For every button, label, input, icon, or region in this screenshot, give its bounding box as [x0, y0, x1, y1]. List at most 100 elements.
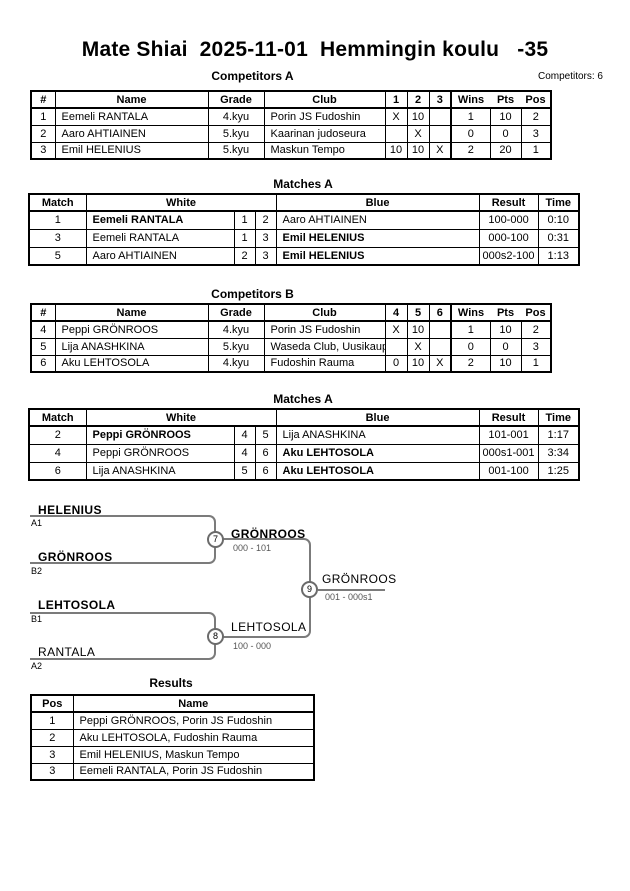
- blue-seed: 5: [254, 425, 277, 445]
- match-row: 6 Lija ANASHKINA 5 6 Aku LEHTOSOLA 001-1…: [28, 461, 580, 481]
- col-wins: Wins: [450, 90, 491, 109]
- score-cell: 10: [406, 354, 430, 373]
- results-heading: Results: [149, 676, 193, 690]
- competitors-count: Competitors: 6: [537, 71, 603, 82]
- score-cell: 0: [384, 354, 408, 373]
- col-club: Club: [263, 90, 386, 109]
- col-pts: Pts: [490, 90, 522, 109]
- pool-b-heading: Competitors B: [211, 287, 294, 301]
- match-time: 3:34: [537, 443, 580, 463]
- competitor-row: 3 Emil HELENIUS 5.kyu Maskun Tempo 10 10…: [30, 141, 552, 160]
- match-7-score: 000 - 101: [233, 543, 272, 553]
- col-pos: Pos: [521, 303, 552, 322]
- score-cell: [384, 124, 408, 143]
- col-1: 1: [384, 90, 408, 109]
- match-result: 000s1-001: [478, 443, 539, 463]
- col-name: Name: [54, 90, 209, 109]
- bracket-entry-name: HELENIUS: [38, 503, 102, 517]
- final-winner: GRÖNROOS: [322, 572, 397, 586]
- score-cell: 10: [406, 107, 430, 126]
- bracket-connector-match8-out: [223, 589, 311, 638]
- match-number: 6: [28, 461, 87, 481]
- competitor-club: Waseda Club, Uusikaupunki: [263, 337, 386, 356]
- matches-a-table: Match White Blue Result Time 1 Eemeli RA…: [28, 193, 581, 266]
- match-result: 101-001: [478, 425, 539, 445]
- blue-seed: 3: [254, 246, 277, 266]
- white-seed: 4: [233, 443, 256, 463]
- match-time: 1:25: [537, 461, 580, 481]
- match-row: 2 Peppi GRÖNROOS 4 5 Lija ANASHKINA 101-…: [28, 425, 580, 445]
- competitor-name: Aaro AHTIAINEN: [54, 124, 209, 143]
- result-pos: 1: [30, 711, 74, 730]
- wins-cell: 2: [450, 141, 491, 160]
- bracket-entry-seed: B2: [31, 566, 43, 576]
- competitor-row: 6 Aku LEHTOSOLA 4.kyu Fudoshin Rauma 0 1…: [30, 354, 552, 373]
- competitor-club: Fudoshin Rauma: [263, 354, 386, 373]
- pool-a-heading: Competitors A: [211, 69, 294, 83]
- competitor-num: 6: [30, 354, 56, 373]
- competitor-club: Porin JS Fudoshin: [263, 320, 386, 339]
- match-number: 5: [28, 246, 87, 266]
- competitor-num: 5: [30, 337, 56, 356]
- bracket-entry-seed: B1: [31, 614, 43, 624]
- col-white: White: [85, 193, 277, 212]
- match-result: 000s2-100: [478, 246, 539, 266]
- competitor-name: Eemeli RANTALA: [54, 107, 209, 126]
- matches-b-table: Match White Blue Result Time 2 Peppi GRÖ…: [28, 408, 581, 481]
- bracket-entry-name: LEHTOSOLA: [38, 598, 116, 612]
- white-name: Peppi GRÖNROOS: [85, 443, 235, 463]
- col-num: #: [30, 303, 56, 322]
- match-row: 5 Aaro AHTIAINEN 2 3 Emil HELENIUS 000s2…: [28, 246, 580, 266]
- col-wins: Wins: [450, 303, 491, 322]
- match-time: 0:10: [537, 210, 580, 230]
- pos-cell: 3: [520, 337, 552, 356]
- blue-name: Emil HELENIUS: [275, 246, 480, 266]
- result-row: 3 Emil HELENIUS, Maskun Tempo: [30, 745, 315, 764]
- match-number: 3: [28, 228, 87, 248]
- col-time: Time: [537, 193, 580, 212]
- match-8-score: 100 - 000: [233, 641, 272, 651]
- col-4: 4: [384, 303, 408, 322]
- competitor-num: 3: [30, 141, 56, 160]
- match-row: 3 Eemeli RANTALA 1 3 Emil HELENIUS 000-1…: [28, 228, 580, 248]
- competitor-num: 4: [30, 320, 56, 339]
- blue-name: Emil HELENIUS: [275, 228, 480, 248]
- col-pts: Pts: [490, 303, 522, 322]
- col-blue: Blue: [275, 408, 480, 427]
- match-result: 100-000: [478, 210, 539, 230]
- result-name: Emil HELENIUS, Maskun Tempo: [72, 745, 315, 764]
- result-row: 2 Aku LEHTOSOLA, Fudoshin Rauma: [30, 728, 315, 747]
- matches-b-heading: Matches A: [273, 392, 333, 406]
- bracket-connector-match7-out: [223, 538, 311, 589]
- col-3: 3: [428, 90, 452, 109]
- col-grade: Grade: [207, 90, 265, 109]
- competitor-grade: 4.kyu: [207, 107, 265, 126]
- match-number: 1: [28, 210, 87, 230]
- col-grade: Grade: [207, 303, 265, 322]
- wins-cell: 0: [450, 124, 491, 143]
- white-name: Peppi GRÖNROOS: [85, 425, 235, 445]
- white-name: Eemeli RANTALA: [85, 228, 235, 248]
- score-cell: X: [428, 141, 452, 160]
- match-7-badge: 7: [207, 531, 224, 548]
- match-time: 1:17: [537, 425, 580, 445]
- match-result: 000-100: [478, 228, 539, 248]
- white-seed: 1: [233, 210, 256, 230]
- table-header-row: # Name Grade Club 4 5 6 Wins Pts Pos: [30, 303, 552, 322]
- result-pos: 3: [30, 745, 74, 764]
- score-cell: [384, 337, 408, 356]
- competitor-row: 1 Eemeli RANTALA 4.kyu Porin JS Fudoshin…: [30, 107, 552, 126]
- competitor-name: Peppi GRÖNROOS: [54, 320, 209, 339]
- col-club: Club: [263, 303, 386, 322]
- col-match: Match: [28, 193, 87, 212]
- score-cell: X: [406, 337, 430, 356]
- competitor-grade: 5.kyu: [207, 337, 265, 356]
- wins-cell: 1: [450, 320, 491, 339]
- results-table: Pos Name 1 Peppi GRÖNROOS, Porin JS Fudo…: [30, 694, 315, 781]
- pts-cell: 10: [489, 320, 522, 339]
- competitor-grade: 5.kyu: [207, 124, 265, 143]
- white-name: Eemeli RANTALA: [85, 210, 235, 230]
- matches-a-heading: Matches A: [273, 177, 333, 191]
- result-pos: 3: [30, 762, 74, 781]
- score-cell: [428, 124, 452, 143]
